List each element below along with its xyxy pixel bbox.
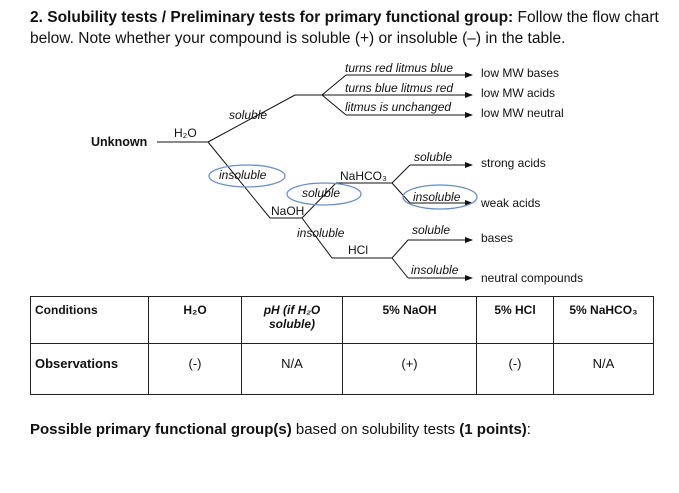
header-ph: pH (if H₂O soluble)	[241, 296, 343, 344]
prompt-points: (1 points)	[459, 421, 527, 438]
solubility-flowchart: Unknown H₂O soluble turns red litmus blu…	[91, 61, 583, 285]
unknown-label: Unknown	[91, 135, 147, 149]
prompt-bold-1: Possible primary functional group(s)	[30, 421, 292, 438]
question-instruction: Follow the flow chart below. Note whethe…	[30, 9, 659, 47]
question-number: 2.	[30, 9, 43, 26]
conditions-label: Conditions	[30, 296, 149, 344]
hcl-label: HCl	[348, 243, 368, 257]
observations-label: Observations	[30, 343, 149, 395]
header-naoh: 5% NaOH	[342, 296, 477, 344]
nahco3-insoluble-label: insoluble	[413, 190, 461, 204]
naoh-soluble-circle	[286, 182, 362, 206]
observation-naoh[interactable]: (+)	[342, 343, 477, 395]
naoh-soluble-label: soluble	[302, 186, 340, 200]
water-soluble-label: soluble	[229, 108, 267, 122]
header-ph-line2: soluble)	[268, 317, 315, 331]
prompt-end: :	[526, 421, 531, 438]
soluble-branch-line	[207, 94, 296, 143]
hcl-soluble-label: soluble	[412, 223, 450, 237]
result-weak-acids: weak acids	[480, 196, 540, 210]
nahco3-label: NaHCO₃	[340, 169, 387, 183]
water-insoluble-circle	[208, 164, 286, 188]
naoh-insoluble-label: insoluble	[297, 226, 345, 240]
possible-groups-prompt: Possible primary functional group(s) bas…	[30, 421, 531, 438]
header-ph-line1: pH (if H₂O	[263, 303, 321, 317]
litmus-test-2: turns blue litmus red	[345, 81, 453, 95]
result-low-mw-bases: low MW bases	[481, 66, 559, 80]
hcl-insoluble-label: insoluble	[411, 263, 459, 277]
header-nahco3: 5% NaHCO₃	[553, 296, 654, 344]
question-title: Solubility tests / Preliminary tests for…	[47, 9, 514, 26]
conditions-row: Conditions H₂O pH (if H₂O soluble) 5% Na…	[30, 296, 654, 344]
nahco3-soluble-label: soluble	[414, 150, 452, 164]
water-label: H₂O	[174, 126, 197, 140]
observation-hcl[interactable]: (-)	[476, 343, 554, 395]
prompt-middle: based on solubility tests	[291, 421, 460, 438]
solubility-table: Conditions H₂O pH (if H₂O soluble) 5% Na…	[30, 296, 654, 395]
header-hcl: 5% HCl	[476, 296, 554, 344]
nahco3-insoluble-circle	[402, 184, 478, 210]
observations-row: Observations (-) N/A (+) (-) N/A	[30, 343, 654, 395]
naoh-label: NaOH	[271, 204, 304, 218]
litmus-test-1: turns red litmus blue	[345, 61, 453, 75]
naoh-insoluble-line	[301, 217, 333, 259]
result-low-mw-acids: low MW acids	[481, 86, 555, 100]
result-strong-acids: strong acids	[481, 156, 546, 170]
water-insoluble-label: insoluble	[219, 168, 267, 182]
result-low-mw-neutral: low MW neutral	[481, 106, 564, 120]
observation-nahco3[interactable]: N/A	[553, 343, 654, 395]
naoh-soluble-line	[301, 182, 337, 219]
result-bases: bases	[481, 231, 513, 245]
header-h2o: H₂O	[148, 296, 242, 344]
litmus-test-3: litmus is unchanged	[345, 100, 451, 114]
question-heading: 2. Solubility tests / Preliminary tests …	[30, 7, 670, 49]
insoluble-branch-line	[207, 141, 271, 219]
observation-ph[interactable]: N/A	[241, 343, 343, 395]
observation-h2o[interactable]: (-)	[148, 343, 242, 395]
result-neutral-compounds: neutral compounds	[481, 271, 583, 285]
